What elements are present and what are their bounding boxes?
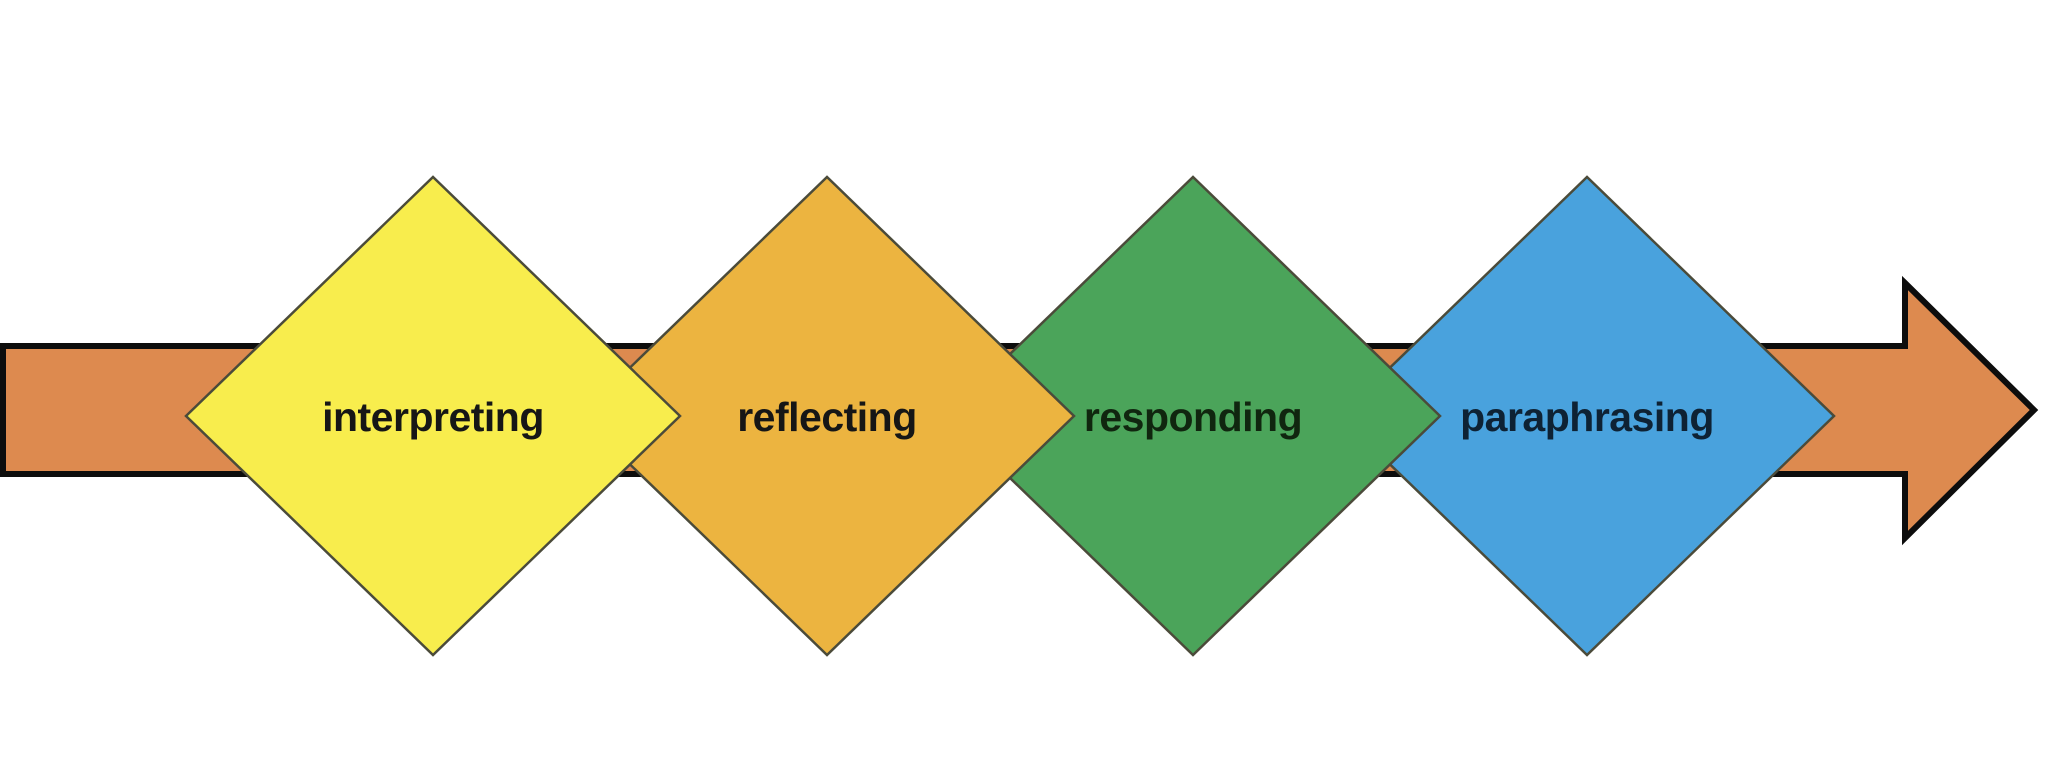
stage-label-paraphrasing: paraphrasing <box>1460 394 1714 440</box>
stage-label-responding: responding <box>1084 394 1302 440</box>
stage-diamond-responding <box>944 175 1442 657</box>
stage-diamond-reflecting <box>578 175 1076 657</box>
stage-diamond-paraphrasing <box>1338 175 1836 657</box>
stage-label-interpreting: interpreting <box>322 394 544 440</box>
stage-diamond-interpreting <box>184 175 682 657</box>
stage-label-reflecting: reflecting <box>737 394 917 440</box>
